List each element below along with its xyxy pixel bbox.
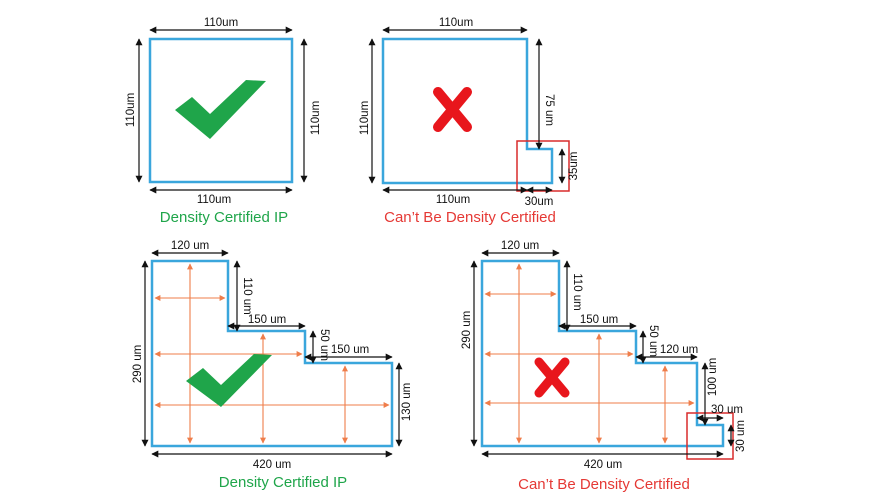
panel-caption: Density Certified IP [160,209,288,226]
panel-top-right: 110um 110um 75 um 35um 110um 30um Can’t … [359,17,580,226]
panel-bottom-right: 120 um 110 um 150 um 50 um 120 um 100 um… [461,240,747,493]
dimension-label-top: 120 um [171,240,209,252]
cross-icon [433,87,472,132]
ip-outline [381,37,554,185]
dimension-label-left: 290 um [132,345,144,383]
dimension-label-bottom: 110um [436,194,470,206]
dimension-label-notch-width: 30 um [711,404,743,416]
checkmark-icon [186,354,272,407]
dimension-label-right: 75 um [543,94,555,126]
dimension-label-notch-height: 35um [568,152,580,181]
checkmark-icon [175,80,266,139]
dimension-label-left: 110um [359,101,371,135]
dimension-label-top: 120 um [501,240,539,252]
panel-caption: Can’t Be Density Certified [384,209,556,226]
dimension-label-top: 110um [204,17,238,29]
dimension-label-right: 110um [310,101,322,135]
dimension-label-step1-height: 110 um [241,277,253,315]
dimension-label-right: 130 um [401,383,413,421]
panel-caption: Density Certified IP [219,474,347,491]
dimension-label-step1-height: 110 um [571,273,583,311]
panel-bottom-left: 120 um 110 um 150 um 50 um 150 um 290 um… [132,240,413,491]
ip-outline [148,37,294,184]
dimension-label-left: 290 um [461,311,473,349]
dimension-label-step1-width: 150 um [248,314,286,326]
dimension-label-notch-width: 30um [525,196,554,208]
dimension-label-step2-width: 150 um [331,344,369,356]
notch-highlight-box [686,412,734,460]
cross-icon [534,357,570,398]
dimension-label-right-upper: 100 um [707,358,719,396]
ip-outline [150,259,394,448]
dimension-label-bottom: 420 um [584,459,622,471]
dimension-label-step2-height: 50 um [647,325,659,357]
dimension-label-left: 110um [125,93,137,127]
dimension-label-top: 110um [439,17,473,29]
panel-top-left: 110um 110um 110um 110um Density Certifie… [125,17,322,226]
dimension-label-bottom: 420 um [253,459,291,471]
dimension-label-bottom: 110um [197,194,231,206]
dimension-label-step2-width: 120 um [660,344,698,356]
dimension-label-step2-height: 50 um [318,329,330,361]
panel-caption: Can’t Be Density Certified [518,476,690,493]
dimension-label-step1-width: 150 um [580,314,618,326]
ip-outline [480,259,725,448]
density-check-arrows [484,263,695,444]
density-check-arrows [154,263,390,444]
dimension-label-notch-height: 30 um [735,420,747,452]
